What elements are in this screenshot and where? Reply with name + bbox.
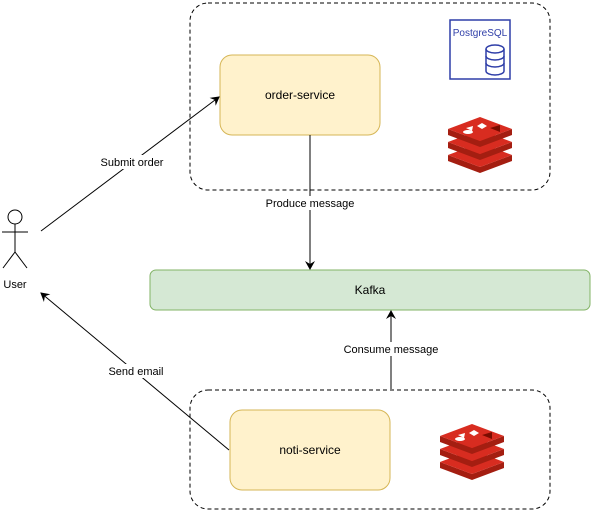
- redis-icon: [448, 117, 512, 173]
- noti-service-label: noti-service: [279, 443, 341, 457]
- produce-message-label: Produce message: [266, 198, 355, 210]
- kafka-label: Kafka: [355, 283, 386, 297]
- order-service-group: [189, 2, 551, 191]
- send-email-label: Send email: [108, 366, 163, 378]
- postgresql-icon: PostgreSQL: [449, 19, 511, 80]
- submit-order-label: Submit order: [101, 157, 164, 169]
- noti-service-node[interactable]: noti-service: [229, 409, 391, 491]
- user-actor[interactable]: [2, 209, 28, 269]
- noti-service-group: [189, 389, 551, 510]
- kafka-node[interactable]: Kafka: [149, 269, 591, 311]
- order-service-node[interactable]: order-service: [219, 54, 381, 136]
- redis-icon: [440, 424, 504, 480]
- user-label: User: [3, 279, 27, 291]
- consume-message-label: Consume message: [344, 344, 439, 356]
- order-service-label: order-service: [265, 88, 335, 102]
- postgresql-label: PostgreSQL: [453, 28, 508, 39]
